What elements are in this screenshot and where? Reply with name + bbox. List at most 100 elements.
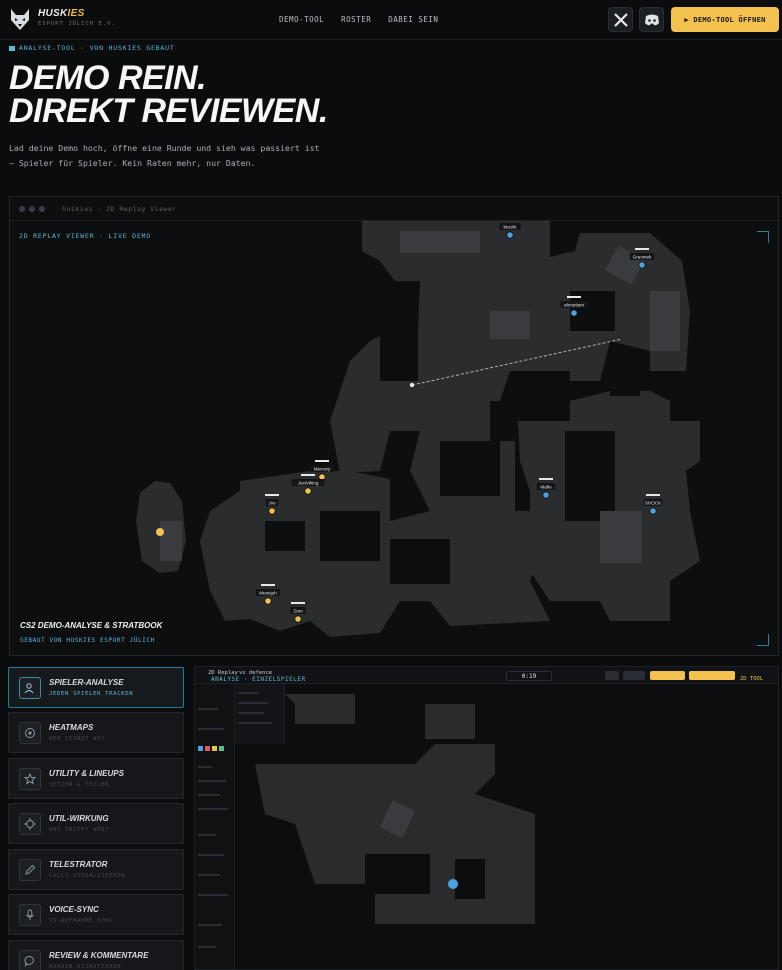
player-name: bezzik (503, 225, 517, 230)
player-name-bg (629, 253, 655, 260)
hero-title: DEMO REIN. DIREKT REVIEWEN. (9, 61, 328, 128)
pencil-icon (19, 859, 41, 881)
viewer-titlebar: huskies · 2D Replay Viewer (10, 197, 778, 221)
player-dot[interactable] (506, 231, 514, 239)
nav-links: DEMO-TOOL ROSTER DABEI SEIN (279, 15, 438, 24)
preview-chip[interactable] (689, 671, 735, 680)
app-preview-screenshot: 2D Replay vs defence ANALYSE · EINZELSPI… (194, 666, 779, 970)
player-marker[interactable]: JustViking (291, 474, 325, 495)
player-name-bg (290, 607, 306, 614)
player-health-bar (539, 478, 553, 480)
brand[interactable]: HUSKIES ESPORT JÜLICH E.V. (38, 8, 116, 27)
target-icon (19, 722, 41, 744)
player-marker[interactable]: SHOCK (643, 494, 663, 515)
player-dot[interactable] (542, 491, 550, 499)
chat-icon (19, 950, 41, 970)
star-icon (19, 768, 41, 790)
hero-subtitle-line2: — Spieler für Spieler. Kein Raten mehr, … (9, 158, 256, 168)
preview-crate (379, 800, 416, 839)
replay-viewer-window: huskies · 2D Replay Viewer (9, 196, 779, 656)
brand-name: HUSKIES (38, 8, 85, 19)
nav-link-roster[interactable]: ROSTER (341, 15, 372, 24)
player-marker[interactable]: bezzik (499, 221, 521, 239)
player-dot[interactable] (264, 597, 272, 605)
feature-telestrator[interactable]: TELESTRATOR CALLS VISUALISIEREN (8, 849, 184, 890)
sidebar-line (198, 924, 222, 926)
player-marker[interactable]: Jvo (265, 494, 279, 515)
player-dot[interactable] (304, 487, 312, 495)
feature-title: VOICE-SYNC (49, 905, 99, 914)
feature-spieler-analyse[interactable]: SPIELER-ANALYSE JEDEN SPIELER TRACKEN (8, 667, 184, 708)
mic-icon (19, 904, 41, 926)
player-health-bar (301, 474, 315, 476)
player-name: Mercury (314, 467, 331, 472)
feature-heatmaps[interactable]: HEATMAPS WER STIRBT WO? (8, 712, 184, 753)
player-name: Mafio (540, 485, 552, 490)
player-name: SHOCK (645, 501, 662, 506)
nav-link-demo-tool[interactable]: DEMO-TOOL (279, 15, 325, 24)
feature-review-kommentare[interactable]: REVIEW & KOMMENTARE RUNDEN DISKUTIEREN (8, 940, 184, 970)
feature-utility-lineups[interactable]: UTILITY & LINEUPS SETZEN & TEILEN (8, 758, 184, 799)
preview-mode-label: ANALYSE · EINZELSPIELER (211, 676, 306, 683)
sightline (411, 338, 623, 386)
player-name-bg (265, 499, 279, 506)
player-marker[interactable]: Mafio (536, 478, 556, 499)
preview-tab[interactable]: vs defence (239, 670, 273, 676)
sidebar-line (198, 946, 216, 948)
viewer-live-label: 2D REPLAY VIEWER · LIVE DEMO (19, 232, 151, 240)
preview-chip[interactable] (650, 671, 685, 680)
player-health-bar (646, 494, 660, 496)
open-demo-tool-button[interactable]: ▶ DEMO-TOOL ÖFFNEN (671, 7, 779, 32)
preview-map-walls (365, 854, 485, 899)
player-name-bg (643, 499, 663, 506)
frame-corner (757, 634, 769, 646)
x-logo-icon (613, 12, 628, 27)
player-marker[interactable]: Monejuh (255, 584, 281, 605)
player-marker[interactable]: ahmetism (560, 296, 588, 317)
player-health-bar (291, 602, 305, 604)
player-name-bg (309, 465, 335, 472)
preview-chip[interactable] (623, 671, 645, 680)
player-dot[interactable] (638, 261, 646, 269)
discord-button[interactable] (639, 7, 664, 32)
player-dot[interactable] (294, 615, 302, 623)
preview-timer: 0:19 (506, 671, 552, 681)
player-name: Jvo (268, 501, 276, 506)
player-name-bg (255, 589, 281, 596)
feature-subtitle: SETZEN & TEILEN (49, 782, 110, 788)
player-dot[interactable] (570, 309, 578, 317)
player-dot[interactable] (649, 507, 657, 515)
feature-subtitle: WER STIRBT WO? (49, 736, 106, 742)
preview-chip[interactable] (605, 671, 619, 680)
player-dot[interactable] (268, 507, 276, 515)
feature-title: UTIL-WIRKUNG (49, 814, 109, 823)
preview-tab[interactable]: 2D Replay (208, 670, 238, 676)
x-button[interactable] (608, 7, 633, 32)
preview-right-label: 2D TOOL (740, 676, 764, 682)
player-marker[interactable]: Mercury (309, 460, 335, 481)
feature-voice-sync[interactable]: VOICE-SYNC TS-AUFNAHME SYNC (8, 894, 184, 935)
feature-subtitle: CALLS VISUALISIEREN (49, 873, 126, 879)
viewer-window-title: huskies · 2D Replay Viewer (62, 204, 177, 213)
player-health-bar (315, 460, 329, 462)
sidebar-line (198, 894, 228, 896)
feature-title: SPIELER-ANALYSE (49, 678, 124, 687)
preview-map[interactable] (235, 684, 779, 970)
feature-title: HEATMAPS (49, 723, 94, 732)
player-name: ahmetism (564, 303, 584, 308)
bomb-icon (156, 528, 164, 536)
sidebar-line (198, 854, 224, 856)
sidebar-line (198, 834, 216, 836)
player-marker[interactable]: Zoro (290, 602, 306, 623)
hero-subtitle: Lad deine Demo hoch, öffne eine Runde un… (9, 141, 389, 171)
player-marker[interactable]: Gravmek (629, 248, 655, 269)
nav-link-dabei-sein[interactable]: DABEI SEIN (388, 15, 439, 24)
sidebar-line (198, 780, 226, 782)
player-health-bar (635, 248, 649, 250)
player-name: JustViking (298, 481, 319, 486)
feature-util-wirkung[interactable]: UTIL-WIRKUNG WAS TRIFFT WEN? (8, 803, 184, 844)
player-name: Monejuh (259, 591, 277, 596)
husky-logo-icon[interactable] (9, 7, 31, 31)
